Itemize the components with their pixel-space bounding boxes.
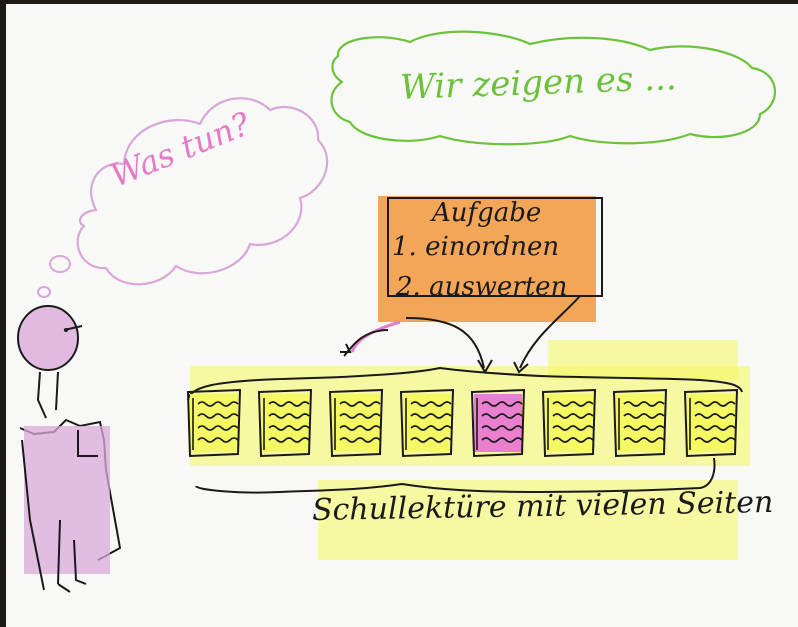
caption-highlight [318, 480, 738, 560]
task-step-1: 1. einordnen [392, 232, 560, 262]
page-icon [399, 388, 455, 458]
brace-icon [187, 366, 743, 401]
speech-cloud-icon [330, 30, 776, 146]
person-figure-icon [17, 305, 122, 593]
thought-bubble-dot [37, 286, 51, 298]
arrow-icon [519, 295, 581, 369]
task-card-border [387, 197, 603, 297]
pages-caption: Schullektüre mit vielen Seiten [311, 484, 774, 529]
thought-bubble-dot [49, 255, 71, 273]
task-step-2: 2. auswerten [396, 272, 568, 302]
task-card-fill [378, 196, 596, 322]
arrow-icon [343, 329, 389, 357]
thought-cloud-icon [76, 97, 329, 286]
page-icon [470, 388, 526, 458]
page-row [186, 388, 739, 458]
speech-bubble-text: Wir zeigen es ... [399, 58, 678, 108]
page-icon [257, 388, 313, 458]
page-icon [541, 388, 597, 458]
pages-highlight [548, 340, 738, 380]
page-icon [186, 388, 242, 458]
page-icon [328, 388, 384, 458]
page-icon [683, 388, 739, 458]
brace-icon [195, 457, 716, 494]
arrow-icon [405, 317, 485, 369]
page-icon [612, 388, 668, 458]
task-card-title: Aufgabe [432, 198, 542, 228]
